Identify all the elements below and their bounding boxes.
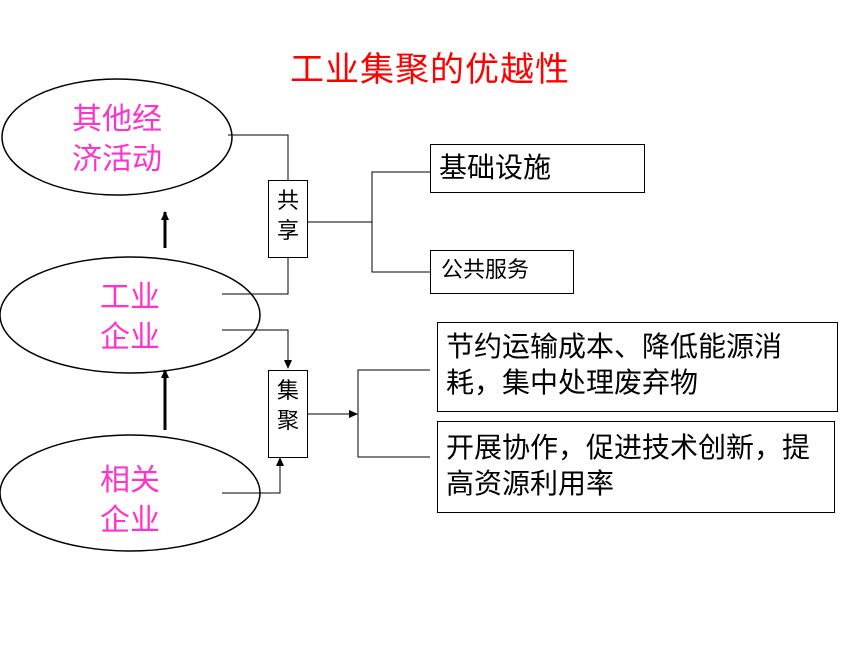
line-bracket-share — [371, 171, 430, 273]
infrastructure-box: 基础设施 — [430, 144, 645, 193]
related-label: 相关企业 — [100, 463, 160, 538]
line-bracket-cluster — [357, 369, 430, 458]
other-econ-label: 其他经济活动 — [72, 102, 162, 177]
industry-ellipse — [0, 256, 261, 374]
arrow-related-to-cluster — [222, 457, 284, 494]
industry-label: 工业企业 — [100, 280, 160, 355]
public-services-box: 公共服务 — [430, 250, 574, 294]
share-box: 共享 — [268, 180, 308, 258]
line-other-to-share — [228, 134, 289, 180]
cluster-benefit-1: 节约运输成本、降低能源消耗，集中处理废弃物 — [437, 322, 838, 412]
other-econ-ellipse — [1, 78, 233, 196]
diagram-title: 工业集聚的优越性 — [290, 50, 570, 90]
line-industry-to-share — [222, 257, 289, 295]
cluster-benefit-2: 开展协作，促进技术创新，提高资源利用率 — [437, 421, 835, 513]
arrow-industry-to-cluster — [222, 329, 292, 369]
cluster-box: 集聚 — [268, 370, 308, 458]
